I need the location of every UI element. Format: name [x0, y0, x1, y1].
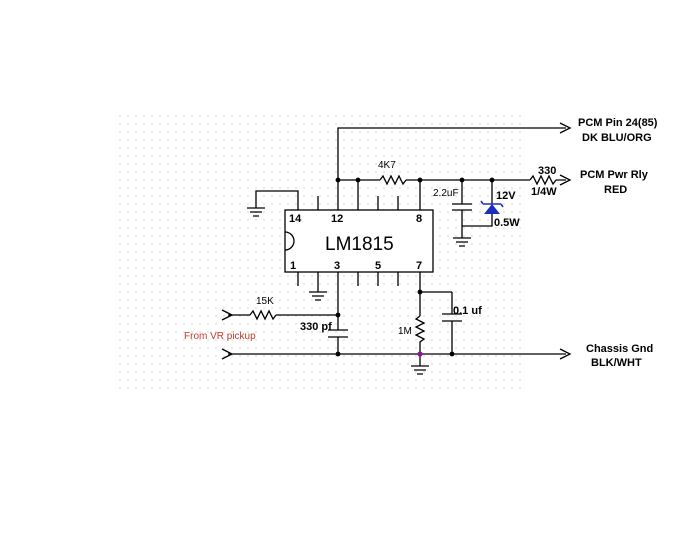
c-01uf-label: 0.1 uf — [453, 305, 482, 317]
resistor-4k7 — [379, 174, 407, 186]
pin14-ground-path — [247, 190, 299, 217]
zener-diode: 12V 0.5W — [462, 180, 520, 229]
pin7-network: 1M 0.1 uf — [398, 289, 482, 375]
r-330-watt-label: 1/4W — [531, 186, 557, 198]
r-330-label: 330 — [538, 165, 556, 177]
connection-labels: PCM Pin 24(85) DK BLU/ORG PCM Pwr Rly RE… — [578, 117, 658, 369]
c-2u2-label: 2.2uF — [433, 188, 459, 199]
resistor-15k — [249, 309, 277, 321]
pin-ground-symbol — [309, 291, 327, 301]
pin-7-label: 7 — [416, 260, 422, 272]
vr-input-path: 15K 330 pf From VR pickup — [184, 296, 348, 354]
chassis-ground-rail — [221, 348, 572, 360]
vr-pickup-label: From VR pickup — [184, 331, 256, 342]
pcm-pin-wire-label: DK BLU/ORG — [582, 132, 652, 144]
ic-lm1815: LM1815 14 12 8 1 3 5 7 — [284, 209, 434, 273]
pin-12-label: 12 — [331, 213, 343, 225]
r-15k-label: 15K — [256, 296, 274, 307]
c-330pf-label: 330 pf — [300, 321, 332, 333]
pin-14-label: 14 — [289, 213, 302, 225]
resistor-330 — [529, 174, 557, 186]
pin-5-label: 5 — [375, 260, 381, 272]
zener-diode-icon — [484, 204, 500, 214]
pin-1-label: 1 — [290, 260, 296, 272]
capacitor-2u2: 2.2uF — [433, 180, 472, 247]
supply-rail: 4K7 — [335, 160, 530, 196]
ic-name: LM1815 — [325, 234, 394, 255]
ic-notch — [284, 231, 295, 251]
chassis-wire-label: BLK/WHT — [591, 357, 642, 369]
r-4k7-label: 4K7 — [378, 160, 396, 171]
pin-8-label: 8 — [416, 213, 422, 225]
zener-voltage-label: 12V — [496, 190, 516, 202]
zener-watt-label: 0.5W — [494, 217, 520, 229]
pcm-power-path: 330 1/4W — [529, 165, 572, 198]
pcm-pwr-wire-label: RED — [604, 184, 627, 196]
resistor-1m — [414, 315, 426, 354]
pin-3-label: 3 — [334, 260, 340, 272]
pcm-pin-label: PCM Pin 24(85) — [578, 117, 658, 129]
r-1m-label: 1M — [398, 326, 412, 337]
chassis-gnd-label: Chassis Gnd — [586, 343, 653, 355]
pin12-to-pcm-line — [337, 122, 572, 180]
pcm-pwr-label: PCM Pwr Rly — [580, 169, 649, 181]
ic-pin-stubs — [297, 180, 421, 310]
